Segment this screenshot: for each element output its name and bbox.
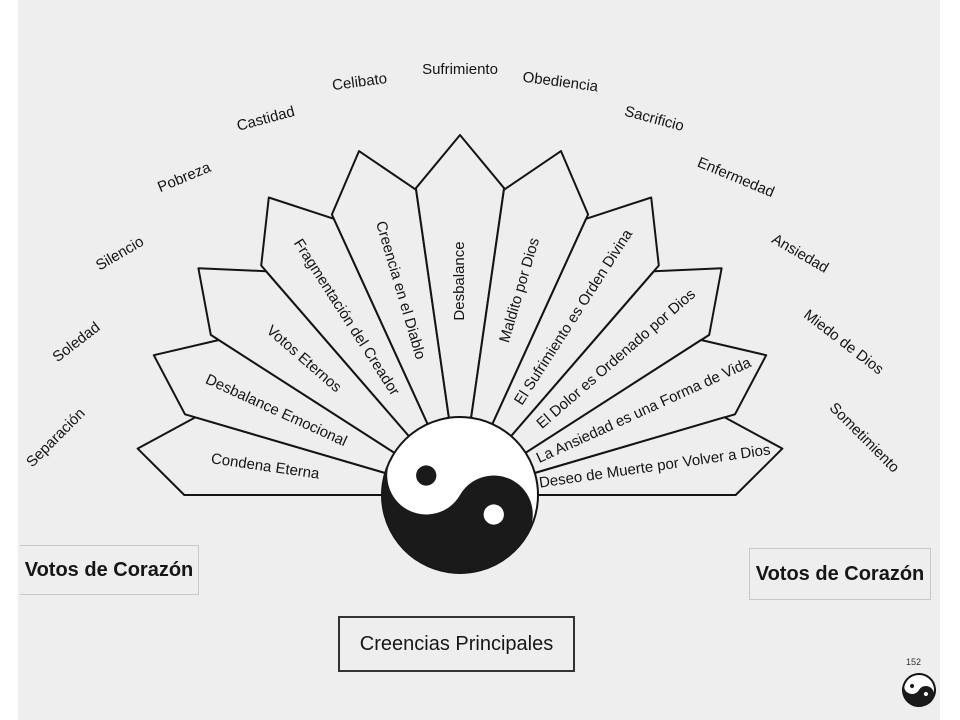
small-yin-yang-icon [902, 673, 936, 707]
votos-box-right: Votos de Corazón [749, 548, 931, 600]
outer-word: Separación [23, 405, 89, 471]
votos-box-left: Votos de Corazón [20, 545, 199, 595]
petals-layer [136, 134, 784, 496]
outer-word: Miedo de Dios [800, 306, 886, 378]
outer-word: Ansiedad [769, 231, 832, 277]
outer-word: Silencio [93, 233, 147, 274]
outer-word: Enfermedad [695, 154, 777, 201]
outer-word: Sacrificio [623, 103, 686, 135]
yin-yang-icon [381, 416, 539, 574]
petal-label: Desbalance [451, 241, 468, 320]
outer-word: Celibato [331, 70, 388, 94]
outer-word: Sufrimiento [422, 61, 498, 78]
outer-word: Soledad [49, 319, 103, 366]
corner-page-number: 152 [906, 657, 922, 667]
outer-word: Sometimiento [826, 399, 903, 476]
creencias-principales-box: Creencias Principales [338, 616, 575, 672]
outer-word: Pobreza [155, 159, 214, 196]
outer-word: Obediencia [522, 69, 600, 96]
outer-word: Castidad [235, 103, 297, 135]
